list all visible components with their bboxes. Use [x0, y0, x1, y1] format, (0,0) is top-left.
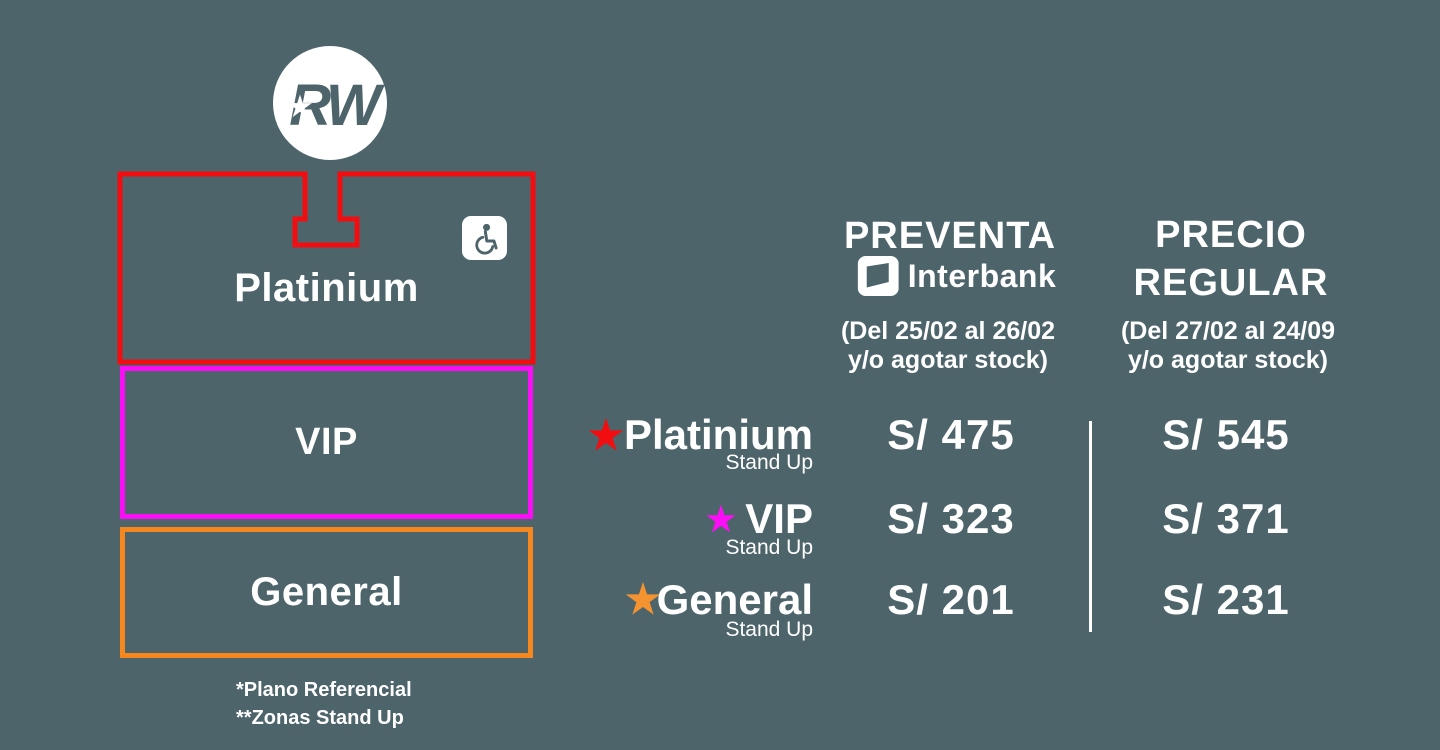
- regular-title-line1: PRECIO: [1155, 214, 1307, 256]
- zone-vip-box: VIP: [120, 366, 533, 519]
- rw-logo: RW: [273, 46, 388, 160]
- zone-general-label: General: [250, 570, 403, 614]
- row-platinium-sub: Stand Up: [725, 451, 813, 474]
- row-vip-preventa-price: S/ 323: [887, 495, 1015, 542]
- zone-platinium-border: [117, 171, 536, 365]
- interbank-brand: Interbank: [857, 256, 1057, 296]
- preventa-dates: (Del 25/02 al 26/02 y/o agotar stock): [841, 317, 1055, 375]
- wheelchair-icon: [475, 223, 498, 255]
- row-platinium-zone: Platinium: [623, 411, 813, 458]
- row-general-preventa-price: S/ 201: [887, 576, 1015, 623]
- footnote-plano-referencial: *Plano Referencial: [236, 679, 412, 701]
- zone-vip-label: VIP: [295, 421, 358, 463]
- preventa-dates-line2: y/o agotar stock): [847, 346, 1049, 374]
- zone-platinium-outline: [117, 171, 536, 365]
- regular-title-line2: REGULAR: [1133, 262, 1329, 304]
- row-vip-zone: VIP: [745, 495, 813, 542]
- star-icon: [588, 417, 624, 451]
- price-column-divider: [1089, 421, 1092, 632]
- preventa-dates-line1: (Del 25/02 al 26/02: [840, 317, 1056, 345]
- rw-logo-star-icon: [288, 94, 312, 118]
- zone-general-box: General: [120, 527, 533, 658]
- row-general-regular-price: S/ 231: [1162, 576, 1290, 623]
- regular-dates-line1: (Del 27/02 al 24/09: [1120, 317, 1336, 345]
- interbank-logo-icon: [857, 256, 899, 296]
- zone-platinium-label: Platinium: [234, 266, 419, 310]
- interbank-brand-text: Interbank: [907, 257, 1057, 294]
- wheelchair-badge: [462, 216, 507, 260]
- preventa-column-title: PREVENTA: [843, 215, 1057, 257]
- regular-dates: (Del 27/02 al 24/09 y/o agotar stock): [1121, 317, 1335, 375]
- footnote-zonas-stand-up: **Zonas Stand Up: [236, 707, 404, 729]
- map-footnotes: *Plano Referencial **Zonas Stand Up: [236, 676, 412, 732]
- row-general-sub: Stand Up: [725, 618, 813, 641]
- regular-column-title: PRECIO REGULAR: [1134, 211, 1329, 307]
- row-general-zone: General: [656, 576, 813, 623]
- star-icon: [706, 504, 736, 533]
- row-platinium-regular-price: S/ 545: [1162, 411, 1290, 458]
- regular-dates-line2: y/o agotar stock): [1127, 346, 1329, 374]
- row-vip-regular-price: S/ 371: [1162, 495, 1290, 542]
- row-platinium-preventa-price: S/ 475: [887, 411, 1015, 458]
- row-vip-sub: Stand Up: [725, 536, 813, 559]
